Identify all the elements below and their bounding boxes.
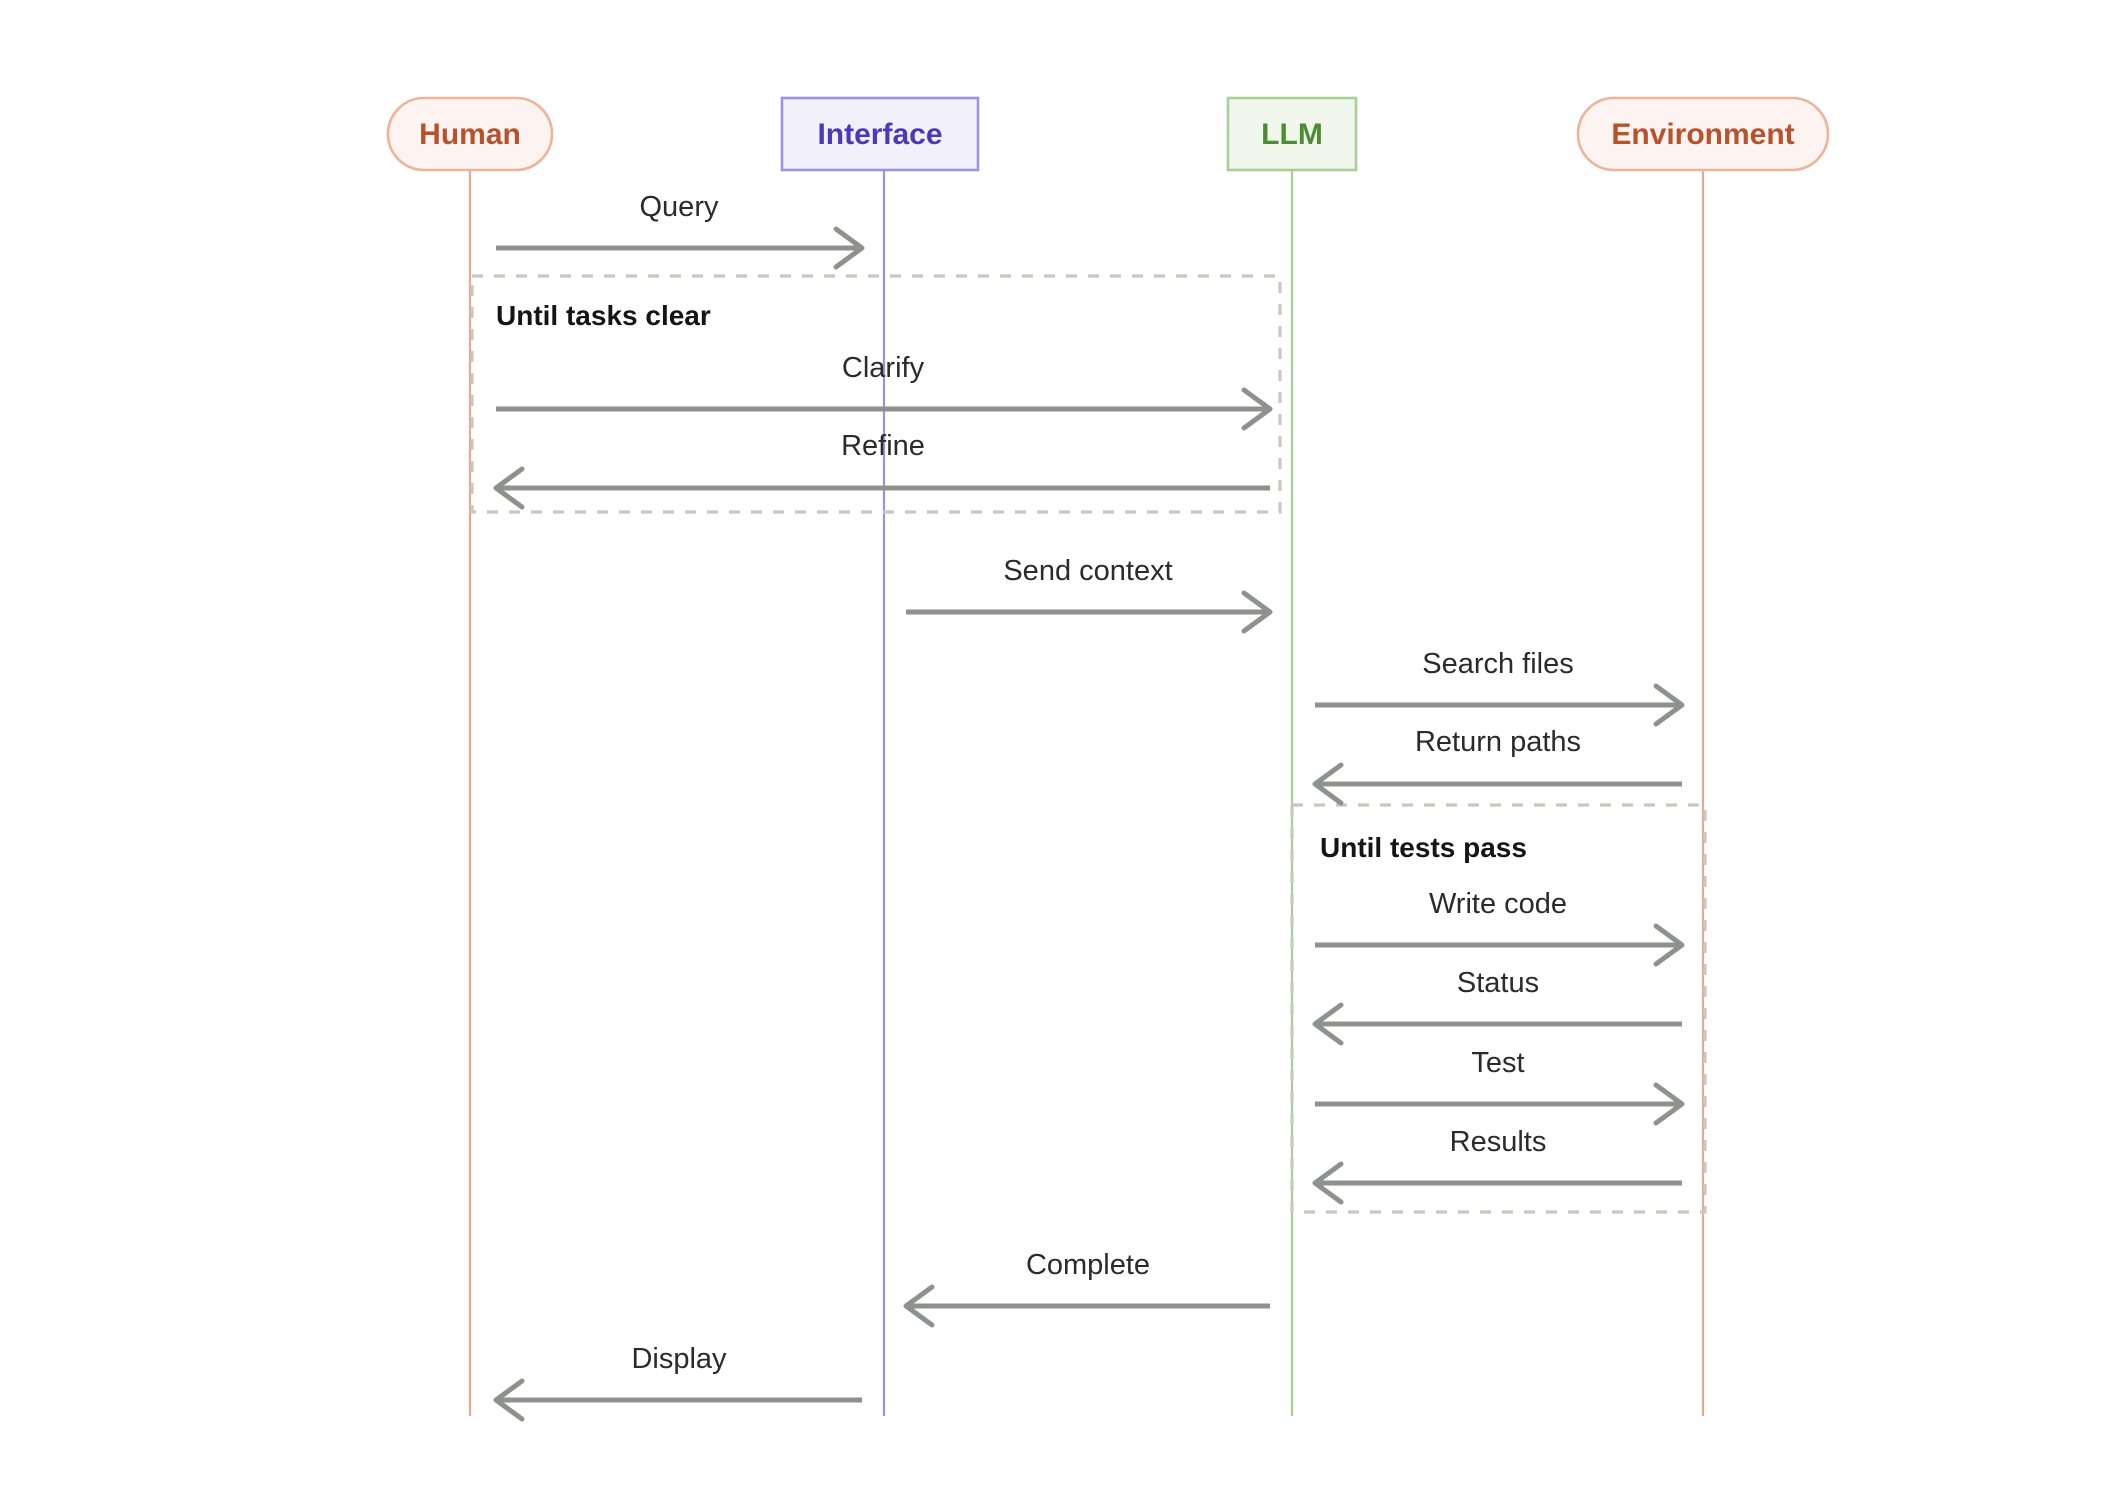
message-test: Test <box>1315 1047 1685 1126</box>
message-refine: Refine <box>493 430 1270 510</box>
message-arrowhead-status <box>1312 1002 1344 1046</box>
message-write-code: Write code <box>1315 888 1685 967</box>
message-results: Results <box>1312 1126 1682 1205</box>
message-arrowhead-complete <box>903 1284 935 1328</box>
loop-title-until-tests-pass: Until tests pass <box>1320 832 1527 863</box>
message-query: Query <box>496 191 865 270</box>
loop-title-until-tasks-clear: Until tasks clear <box>496 300 711 331</box>
message-complete: Complete <box>903 1249 1270 1328</box>
message-label-display: Display <box>631 1343 727 1375</box>
actor-label-interface: Interface <box>817 118 942 151</box>
message-status: Status <box>1312 967 1682 1046</box>
message-label-complete: Complete <box>1026 1249 1150 1281</box>
message-label-query: Query <box>640 191 719 223</box>
message-arrowhead-search-files <box>1653 683 1685 727</box>
message-arrowhead-results <box>1312 1161 1344 1205</box>
actor-box-human[interactable] <box>386 96 554 172</box>
loop-frame-until-tests-pass <box>1290 803 1707 1214</box>
message-label-send-context: Send context <box>1003 555 1172 587</box>
actor-box-interface[interactable] <box>780 96 980 172</box>
actor-human[interactable]: Human <box>386 96 554 172</box>
actor-label-human: Human <box>419 118 521 151</box>
message-display: Display <box>493 1343 862 1422</box>
message-search-files: Search files <box>1315 648 1685 727</box>
message-arrowhead-return-paths <box>1312 762 1344 806</box>
message-label-results: Results <box>1450 1126 1547 1158</box>
actor-box-environment[interactable] <box>1576 96 1830 172</box>
message-label-write-code: Write code <box>1429 888 1567 920</box>
message-arrowhead-test <box>1653 1082 1685 1126</box>
message-arrowhead-refine <box>493 466 525 510</box>
message-arrowhead-send-context <box>1241 590 1273 634</box>
message-return-paths: Return paths <box>1312 726 1682 806</box>
message-label-status: Status <box>1457 967 1539 999</box>
message-label-clarify: Clarify <box>842 352 925 384</box>
message-label-search-files: Search files <box>1422 648 1574 680</box>
loop-frame-until-tasks-clear <box>470 274 1282 514</box>
actor-box-llm[interactable] <box>1226 96 1358 172</box>
actor-label-llm: LLM <box>1261 118 1323 151</box>
actor-label-environment: Environment <box>1611 118 1794 151</box>
message-label-test: Test <box>1471 1047 1524 1079</box>
message-label-refine: Refine <box>841 430 925 462</box>
actor-interface[interactable]: Interface <box>780 96 980 172</box>
actor-environment[interactable]: Environment <box>1576 96 1830 172</box>
message-clarify: Clarify <box>496 352 1273 431</box>
message-send-context: Send context <box>906 555 1273 634</box>
lifelines-layer <box>468 170 1705 1416</box>
message-arrowhead-clarify <box>1241 387 1273 431</box>
message-arrowhead-display <box>493 1378 525 1422</box>
message-arrowhead-write-code <box>1653 923 1685 967</box>
message-label-return-paths: Return paths <box>1415 726 1581 758</box>
actor-llm[interactable]: LLM <box>1226 96 1358 172</box>
actor-boxes-layer: Human Interface LLM Environment <box>386 96 1830 172</box>
message-arrowhead-query <box>833 226 865 270</box>
